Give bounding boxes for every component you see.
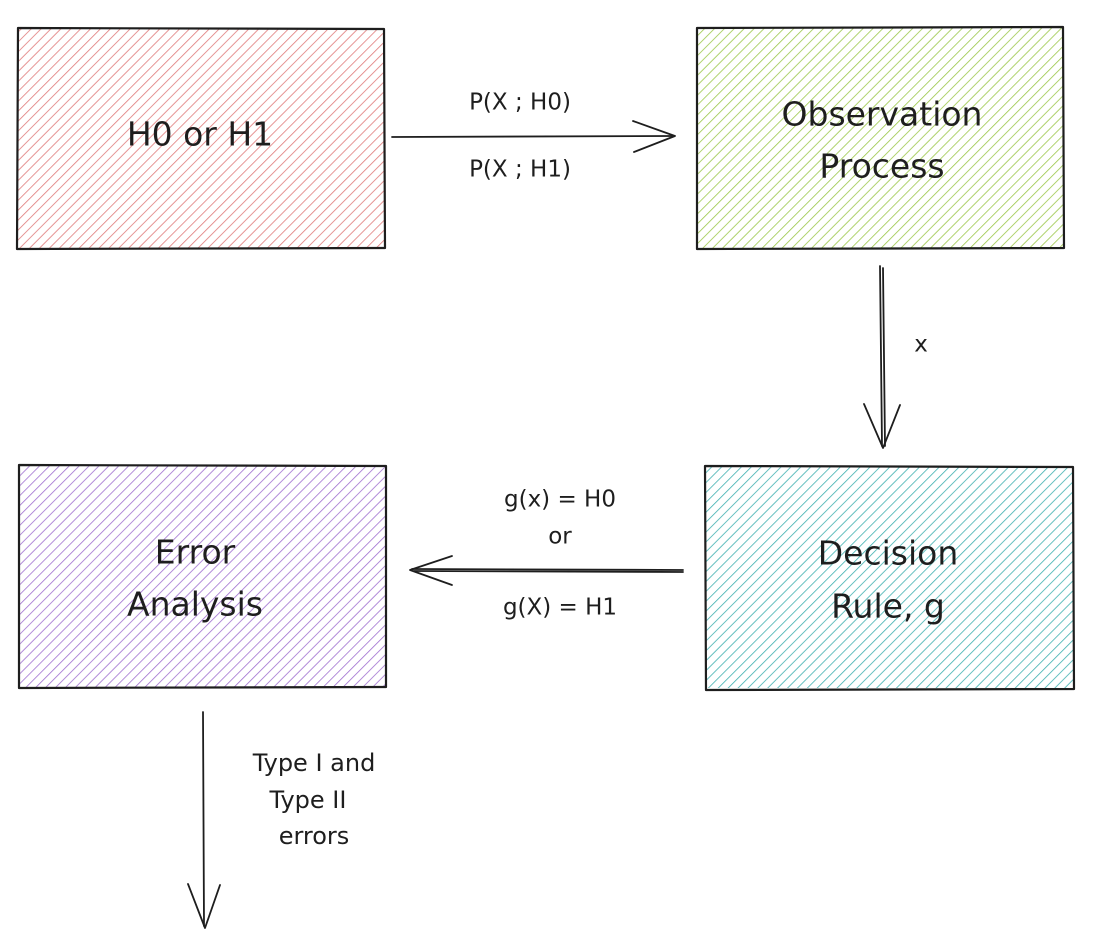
observation-box-label-line2: Process: [819, 147, 944, 186]
error-box-label-line1: Error: [155, 533, 236, 572]
observation-output-arrow-head: [863, 403, 901, 449]
decision-output-middle-label: or: [548, 524, 572, 550]
hypothesis-box: H0 or H1: [15, 26, 387, 251]
observation-box: Observation Process: [695, 25, 1066, 251]
decision-output-arrow: g(x) = H0 or g(X) = H1: [409, 487, 684, 621]
error-output-label-line3: errors: [279, 822, 350, 850]
likelihood-bottom-label: P(X ; H1): [469, 157, 571, 183]
hypothesis-box-outline: [15, 26, 387, 251]
observation-box-label-line1: Observation: [782, 95, 983, 134]
error-box: Error Analysis: [17, 463, 388, 690]
error-output-arrow-shaft: [202, 711, 205, 927]
observation-box-fill: [697, 28, 1063, 248]
decision-box-label-line2: Rule, g: [831, 587, 945, 626]
likelihood-arrow: P(X ; H0) P(X ; H1): [391, 90, 676, 183]
decision-output-arrow-shaft-2: [413, 570, 684, 573]
observation-output-label: x: [914, 332, 928, 358]
observation-output-arrow: x: [863, 265, 928, 449]
decision-box-fill: [705, 466, 1073, 688]
decision-output-top-label: g(x) = H0: [504, 487, 616, 513]
decision-box: Decision Rule, g: [703, 464, 1076, 692]
likelihood-arrow-head: [632, 120, 676, 153]
error-box-outline: [17, 463, 388, 690]
decision-box-label-line1: Decision: [818, 534, 959, 573]
decision-output-bottom-label: g(X) = H1: [503, 595, 617, 621]
error-output-label-line1: Type I and: [252, 749, 376, 777]
hypothesis-box-fill: [18, 28, 384, 248]
observation-output-arrow-shaft-2: [882, 267, 886, 447]
hypothesis-box-label: H0 or H1: [127, 115, 273, 154]
likelihood-arrow-shaft: [391, 135, 674, 138]
error-output-arrow: Type I and Type II errors: [187, 711, 376, 929]
error-box-fill: [19, 465, 386, 687]
likelihood-top-label: P(X ; H0): [469, 90, 571, 116]
error-box-label-line2: Analysis: [127, 585, 263, 624]
decision-box-outline: [703, 464, 1076, 692]
observation-output-arrow-shaft-1: [879, 265, 883, 447]
decision-output-arrow-head: [409, 555, 453, 586]
error-output-arrow-head: [187, 883, 221, 929]
error-output-label-line2: Type II: [269, 786, 347, 814]
decision-output-arrow-shaft-1: [411, 568, 684, 571]
observation-box-outline: [695, 25, 1066, 251]
